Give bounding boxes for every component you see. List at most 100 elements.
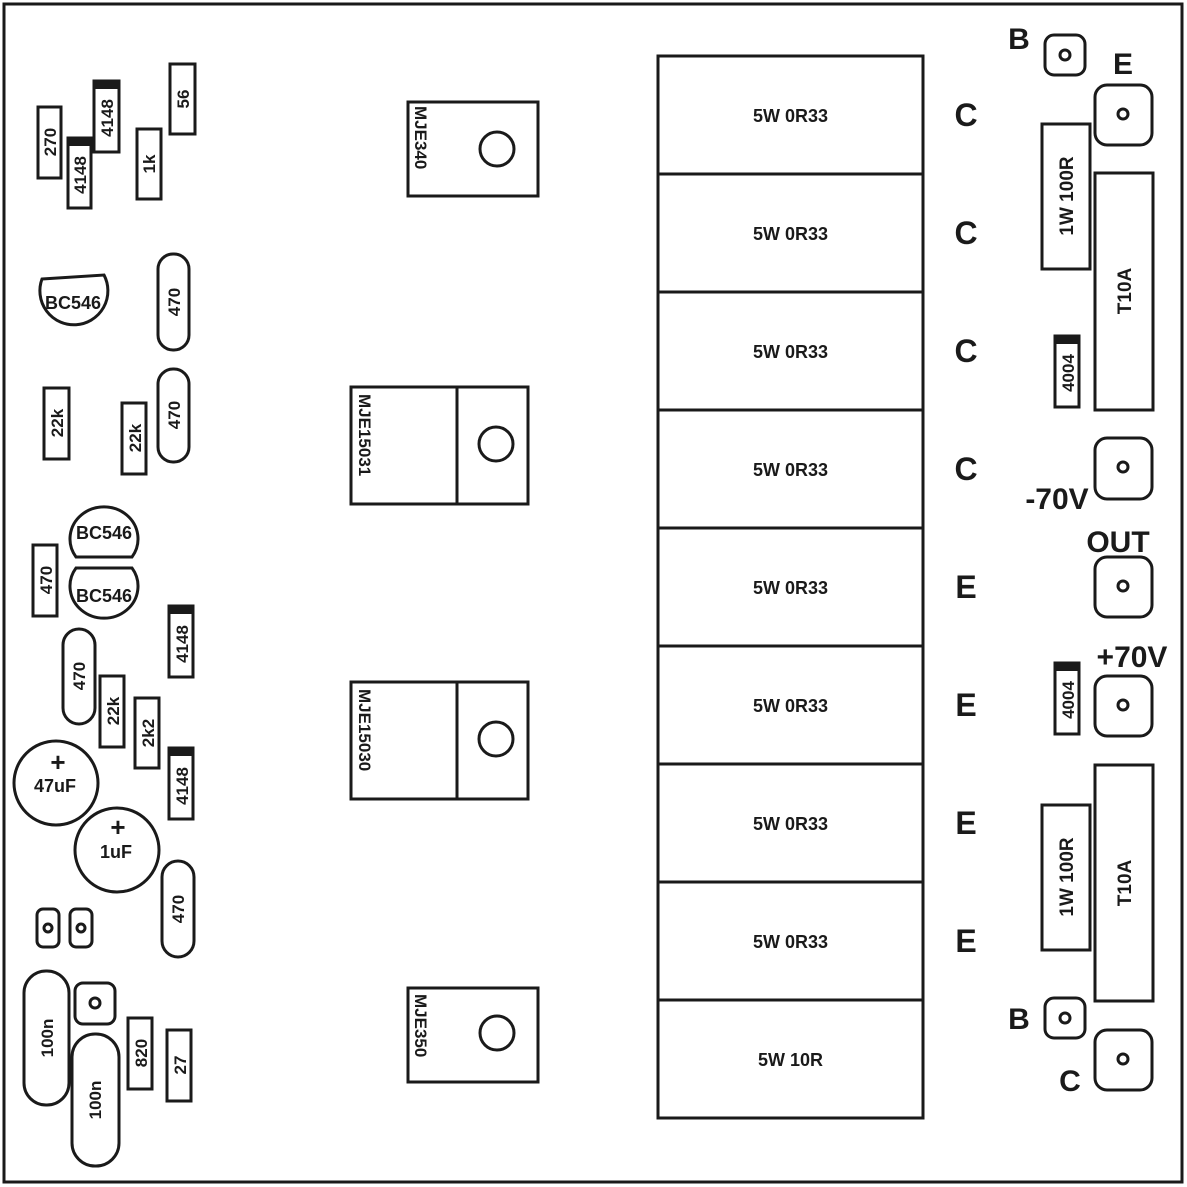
diode-4148-b: 4148 [92, 79, 121, 154]
diode-4148-a: 4148 [66, 136, 93, 210]
resistor-56: 56 [168, 62, 197, 136]
svg-text:BC546: BC546 [45, 293, 101, 313]
resistor-270: 270 [36, 105, 63, 180]
svg-text:MJE15030: MJE15030 [355, 689, 374, 771]
label-out: OUT [1086, 526, 1149, 559]
power-resistor-label-5: 5W 0R33 [753, 578, 828, 598]
power-resistor-9 [656, 998, 925, 1120]
pad-out [1093, 555, 1154, 619]
svg-text:1W 100R: 1W 100R [1057, 837, 1078, 916]
resistor-1w-100r-bottom: 1W 100R [1040, 803, 1092, 952]
svg-text:MJE15031: MJE15031 [355, 394, 374, 476]
svg-text:2k2: 2k2 [139, 719, 158, 747]
svg-text:470: 470 [165, 288, 184, 316]
power-resistor-label-3: 5W 0R33 [753, 342, 828, 362]
transistor-bc546-3: BC546 [68, 566, 140, 620]
pin-letter-4: C [954, 451, 977, 487]
svg-text:4004: 4004 [1059, 354, 1078, 392]
svg-text:820: 820 [132, 1039, 151, 1067]
svg-text:1uF: 1uF [100, 842, 132, 862]
resistor-470-b: 470 [156, 367, 191, 464]
transistor-mje350: MJE350 [406, 986, 540, 1084]
svg-text:47uF: 47uF [34, 776, 76, 796]
label-c-bottom: C [1059, 1065, 1081, 1098]
svg-text:4148: 4148 [173, 767, 192, 805]
pin-letter-6: E [955, 687, 976, 723]
fuse-t10a-bottom: T10A [1093, 763, 1155, 1003]
capacitor-47uf: + 47uF [12, 739, 100, 827]
svg-text:+: + [50, 747, 65, 777]
pad-c-bottom [1093, 1028, 1154, 1092]
capacitor-1uf: + 1uF [73, 806, 161, 894]
svg-text:BC546: BC546 [76, 586, 132, 606]
power-resistor-label-8: 5W 0R33 [753, 932, 828, 952]
resistor-22k-c: 22k [98, 674, 126, 749]
power-resistor-label-9: 5W 10R [758, 1050, 823, 1070]
svg-text:T10A: T10A [1115, 859, 1136, 906]
svg-text:56: 56 [174, 90, 193, 109]
diode-4004-top: 4004 [1053, 334, 1081, 409]
svg-text:BC546: BC546 [76, 523, 132, 543]
svg-text:+: + [110, 812, 125, 842]
label-b-top: B [1008, 23, 1030, 56]
resistor-22k-b: 22k [120, 401, 148, 476]
resistor-1w-100r-top: 1W 100R [1040, 122, 1092, 271]
svg-text:470: 470 [37, 566, 56, 594]
pad-b-bottom [1043, 996, 1087, 1040]
power-resistor-label-4: 5W 0R33 [753, 460, 828, 480]
pin-letter-7: E [955, 805, 976, 841]
transistor-mje340: MJE340 [406, 100, 540, 198]
resistor-470-d: 470 [61, 627, 97, 726]
pad-pair-left [35, 907, 94, 949]
power-resistor-label-2: 5W 0R33 [753, 224, 828, 244]
capacitor-100n-b: 100n [70, 1032, 121, 1168]
capacitor-100n-a: 100n [22, 969, 71, 1107]
resistor-470-e: 470 [160, 859, 196, 959]
pad-b-top [1043, 33, 1087, 77]
pin-letter-2: C [954, 215, 977, 251]
svg-text:4004: 4004 [1059, 681, 1078, 719]
resistor-820: 820 [126, 1016, 154, 1091]
pad-e-top [1093, 83, 1154, 147]
svg-text:1W 100R: 1W 100R [1057, 156, 1078, 235]
transistor-mje15030: MJE15030 [349, 680, 530, 801]
svg-text:MJE350: MJE350 [411, 994, 430, 1057]
pin-letter-3: C [954, 333, 977, 369]
transistor-bc546-1: BC546 [38, 273, 110, 327]
power-resistor-label-6: 5W 0R33 [753, 696, 828, 716]
svg-text:22k: 22k [104, 696, 123, 725]
power-resistor-label-7: 5W 0R33 [753, 814, 828, 834]
svg-text:MJE340: MJE340 [411, 106, 430, 169]
transistor-bc546-2: BC546 [68, 505, 140, 559]
label-minus70v: -70V [1025, 483, 1088, 516]
pin-letter-8: E [955, 923, 976, 959]
diode-4148-d: 4148 [167, 746, 195, 821]
svg-text:470: 470 [70, 662, 89, 690]
pin-letter-5: E [955, 569, 976, 605]
resistor-470-c: 470 [31, 543, 59, 618]
pad-minus70v [1093, 436, 1154, 501]
resistor-470-a: 470 [156, 252, 191, 352]
label-e-top: E [1113, 48, 1133, 81]
pin-letter-1: C [954, 97, 977, 133]
svg-text:470: 470 [165, 401, 184, 429]
svg-text:100n: 100n [86, 1081, 105, 1120]
pad-square-left [73, 981, 117, 1026]
resistor-2k2: 2k2 [133, 696, 161, 770]
svg-text:470: 470 [169, 895, 188, 923]
resistor-22k-a: 22k [42, 386, 71, 461]
transistor-mje15031: MJE15031 [349, 385, 530, 506]
svg-text:4148: 4148 [98, 99, 117, 137]
diode-4004-bottom: 4004 [1053, 661, 1081, 736]
svg-text:100n: 100n [38, 1019, 57, 1058]
svg-text:22k: 22k [48, 408, 67, 437]
svg-text:22k: 22k [126, 423, 145, 452]
svg-text:T10A: T10A [1115, 267, 1136, 314]
resistor-1k: 1k [135, 127, 163, 201]
label-plus70v: +70V [1097, 641, 1168, 674]
svg-text:27: 27 [171, 1056, 190, 1075]
svg-text:1k: 1k [140, 154, 159, 173]
svg-text:4148: 4148 [71, 156, 90, 194]
